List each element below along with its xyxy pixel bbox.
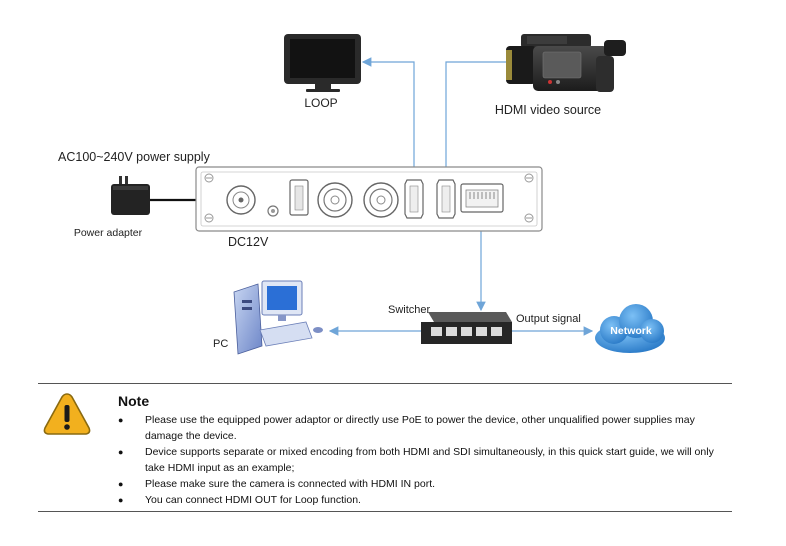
screw-icon	[204, 173, 534, 223]
switcher-label: Switcher	[388, 304, 431, 316]
power-adapter-icon	[111, 176, 150, 215]
list-item: Please make sure the camera is connected…	[116, 476, 728, 492]
ethernet-port-icon	[460, 183, 504, 213]
hdmi-in-port-icon	[436, 179, 456, 219]
usb-port-icon	[289, 179, 309, 216]
sdi-port-icon	[317, 182, 353, 218]
divider	[38, 511, 732, 512]
network-switch-icon	[421, 312, 512, 344]
list-item: Please use the equipped power adaptor or…	[116, 412, 728, 444]
power-switch-icon	[267, 205, 279, 217]
output-signal-label: Output signal	[516, 313, 581, 325]
monitor-icon	[284, 34, 361, 92]
pc-computer-icon	[233, 280, 323, 355]
note-list: Please use the equipped power adaptor or…	[116, 412, 728, 508]
dc-power-port-icon	[226, 185, 256, 215]
list-item: Device supports separate or mixed encodi…	[116, 444, 728, 476]
note-title: Note	[118, 393, 150, 409]
video-camera-icon	[506, 34, 626, 92]
hdmi-source-label: HDMI video source	[495, 103, 601, 117]
hdmi-out-connection	[361, 57, 415, 180]
network-label: Network	[610, 325, 652, 337]
connection-diagram: LOOP HDMI video source AC100~240V power …	[58, 34, 665, 355]
note-section: Note Please use the equipped power adapt…	[38, 383, 732, 513]
network-cloud-icon	[595, 304, 665, 353]
divider	[38, 383, 732, 384]
hdmi-out-port-icon	[404, 179, 424, 219]
power-supply-label: AC100~240V power supply	[58, 150, 211, 164]
warning-icon	[43, 393, 91, 435]
loop-label: LOOP	[304, 96, 337, 110]
sdi-port-icon	[363, 182, 399, 218]
power-adapter-label: Power adapter	[74, 227, 143, 239]
list-item: You can connect HDMI OUT for Loop functi…	[116, 492, 728, 508]
dc12v-label: DC12V	[228, 235, 269, 249]
pc-label: PC	[213, 338, 228, 350]
